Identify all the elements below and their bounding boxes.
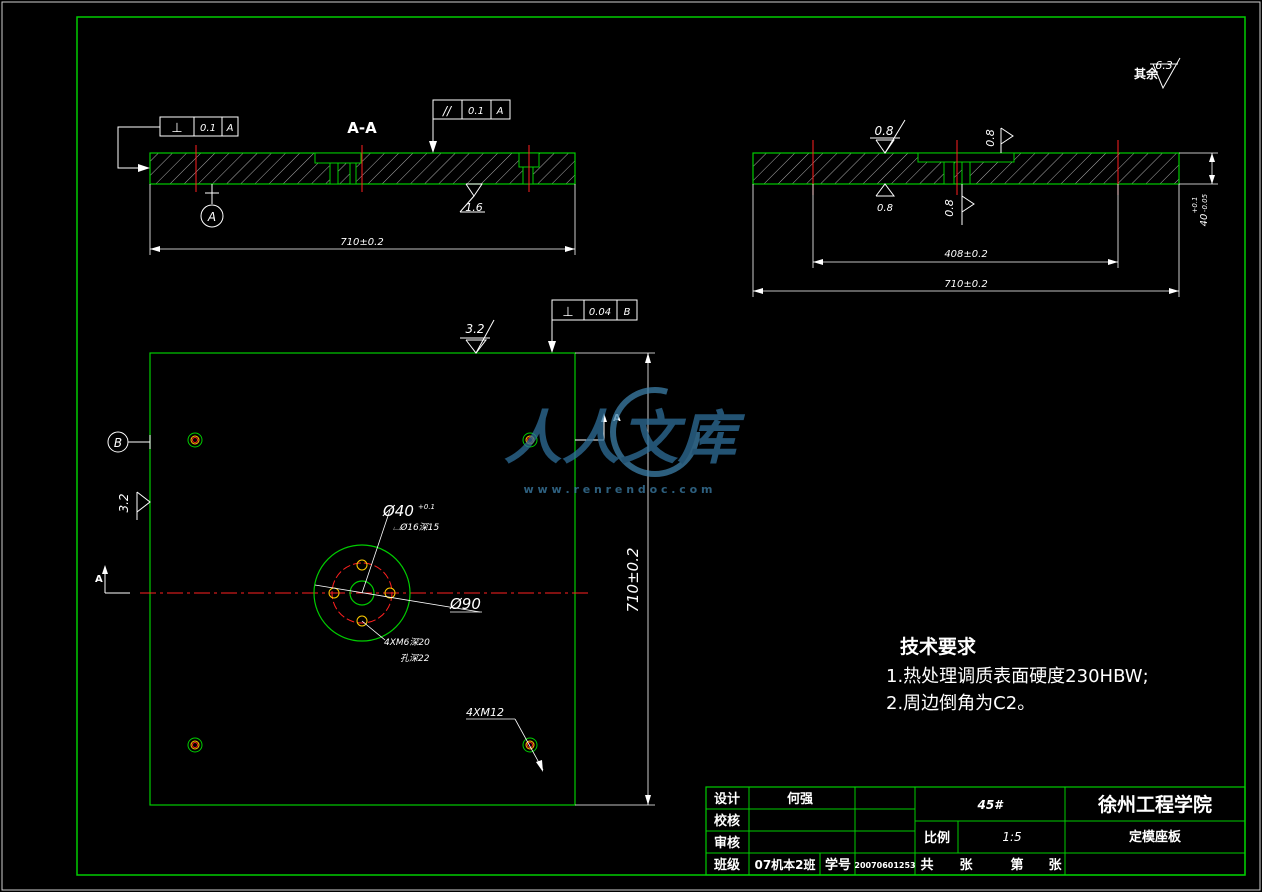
svg-text:0.1: 0.1 bbox=[468, 106, 484, 117]
dim-left-length: 710±0.2 bbox=[340, 237, 383, 248]
dim-outer-circle: Ø90 bbox=[449, 595, 481, 613]
svg-text:学号: 学号 bbox=[825, 857, 851, 873]
svg-text:定模座板: 定模座板 bbox=[1128, 829, 1182, 845]
fcf-left: ⊥ 0.1 A bbox=[117, 116, 239, 172]
section-view-left: A-A ⊥ 0.1 A // 0.1 A A bbox=[117, 99, 576, 255]
plan-view: ⊥ 0.04 B 3.2 3.2 B A A bbox=[95, 299, 655, 806]
svg-text:其余: 其余 bbox=[1134, 66, 1159, 81]
svg-text:孔深22: 孔深22 bbox=[400, 653, 430, 664]
corner-hole-tr bbox=[522, 432, 538, 448]
svg-text:1.热处理调质表面硬度230HBW;: 1.热处理调质表面硬度230HBW; bbox=[886, 666, 1149, 687]
svg-text:校核: 校核 bbox=[714, 813, 740, 829]
svg-text:6.3: 6.3 bbox=[1155, 59, 1173, 72]
fcf-top: // 0.1 A bbox=[429, 99, 511, 153]
section-label: A-A bbox=[347, 119, 377, 137]
svg-text:3.2: 3.2 bbox=[465, 322, 484, 336]
svg-text:A: A bbox=[207, 210, 216, 224]
section-view-right: 0.8 0.8 0.8 0.8 其余 6.3 408±0.2 710±0.2 bbox=[752, 57, 1218, 297]
svg-text:0.8: 0.8 bbox=[874, 124, 893, 138]
svg-text:4XM6深20: 4XM6深20 bbox=[384, 637, 430, 648]
svg-text:3.2: 3.2 bbox=[117, 493, 131, 512]
svg-text:1.6: 1.6 bbox=[465, 201, 483, 214]
roughness-symbol: 1.6 bbox=[459, 183, 485, 214]
dim-thread-corner: 4XM12 bbox=[466, 706, 504, 719]
svg-text:-0.05: -0.05 bbox=[1201, 193, 1209, 212]
svg-text:0.8: 0.8 bbox=[943, 199, 956, 217]
svg-text://: // bbox=[442, 104, 453, 118]
svg-text:张: 张 bbox=[1048, 858, 1062, 873]
svg-text:40: 40 bbox=[1199, 214, 1210, 227]
watermark: 人人文库 w w w . r e n r e n d o c . c o m bbox=[504, 387, 746, 496]
svg-text:20070601253: 20070601253 bbox=[854, 861, 915, 870]
corner-hole-br bbox=[522, 737, 538, 753]
svg-text:⊥: ⊥ bbox=[171, 121, 182, 136]
svg-text:比例: 比例 bbox=[924, 830, 950, 846]
svg-text:技术要求: 技术要求 bbox=[900, 635, 977, 658]
svg-text:0.04: 0.04 bbox=[589, 307, 611, 318]
svg-text:何强: 何强 bbox=[787, 791, 813, 807]
dim-right-length: 710±0.2 bbox=[944, 279, 987, 290]
datum-b-symbol: B bbox=[107, 431, 151, 453]
svg-text:0.1: 0.1 bbox=[200, 123, 216, 134]
datum-a-symbol: A bbox=[200, 184, 224, 228]
title-block: 设计 何强 校核 审核 班级 07机本2班 学号 20070601253 45#… bbox=[705, 786, 1246, 876]
dim-plan-height: 710±0.2 bbox=[624, 547, 642, 612]
svg-text:⌴Ø16深15: ⌴Ø16深15 bbox=[393, 522, 439, 533]
svg-text:A: A bbox=[496, 106, 504, 117]
corner-hole-bl bbox=[187, 737, 203, 753]
fcf-plan: ⊥ 0.04 B bbox=[548, 299, 638, 353]
svg-text:第: 第 bbox=[1010, 857, 1023, 873]
svg-text:B: B bbox=[114, 436, 122, 450]
svg-text:设计: 设计 bbox=[714, 791, 740, 807]
dim-center-bore: Ø40 bbox=[382, 502, 414, 520]
svg-text:共: 共 bbox=[920, 857, 933, 873]
svg-text:人人文库: 人人文库 bbox=[504, 404, 746, 472]
svg-text:1:5: 1:5 bbox=[1002, 830, 1021, 844]
svg-text:张: 张 bbox=[959, 858, 973, 873]
svg-text:B: B bbox=[624, 307, 631, 318]
svg-text:审核: 审核 bbox=[714, 835, 740, 851]
svg-text:⊥: ⊥ bbox=[562, 305, 573, 320]
svg-text:A: A bbox=[226, 123, 234, 134]
svg-text:07机本2班: 07机本2班 bbox=[754, 857, 815, 872]
svg-text:0.8: 0.8 bbox=[877, 203, 893, 214]
svg-text:45#: 45# bbox=[976, 798, 1004, 812]
svg-text:w w w . r e n r e n d o c . c: w w w . r e n r e n d o c . c o m bbox=[523, 483, 712, 496]
corner-hole-tl bbox=[187, 432, 203, 448]
svg-text:2.周边倒角为C2。: 2.周边倒角为C2。 bbox=[886, 693, 1035, 714]
drawing-border bbox=[76, 16, 1246, 876]
svg-text:A: A bbox=[95, 574, 103, 585]
svg-text:徐州工程学院: 徐州工程学院 bbox=[1097, 793, 1212, 816]
svg-text:班级: 班级 bbox=[714, 857, 741, 873]
svg-text:+0.1: +0.1 bbox=[1191, 197, 1199, 214]
tech-requirements: 技术要求 1.热处理调质表面硬度230HBW; 2.周边倒角为C2。 bbox=[886, 635, 1149, 714]
svg-text:+0.1: +0.1 bbox=[418, 503, 435, 511]
dim-right-inner: 408±0.2 bbox=[944, 249, 987, 260]
svg-text:0.8: 0.8 bbox=[984, 129, 997, 147]
